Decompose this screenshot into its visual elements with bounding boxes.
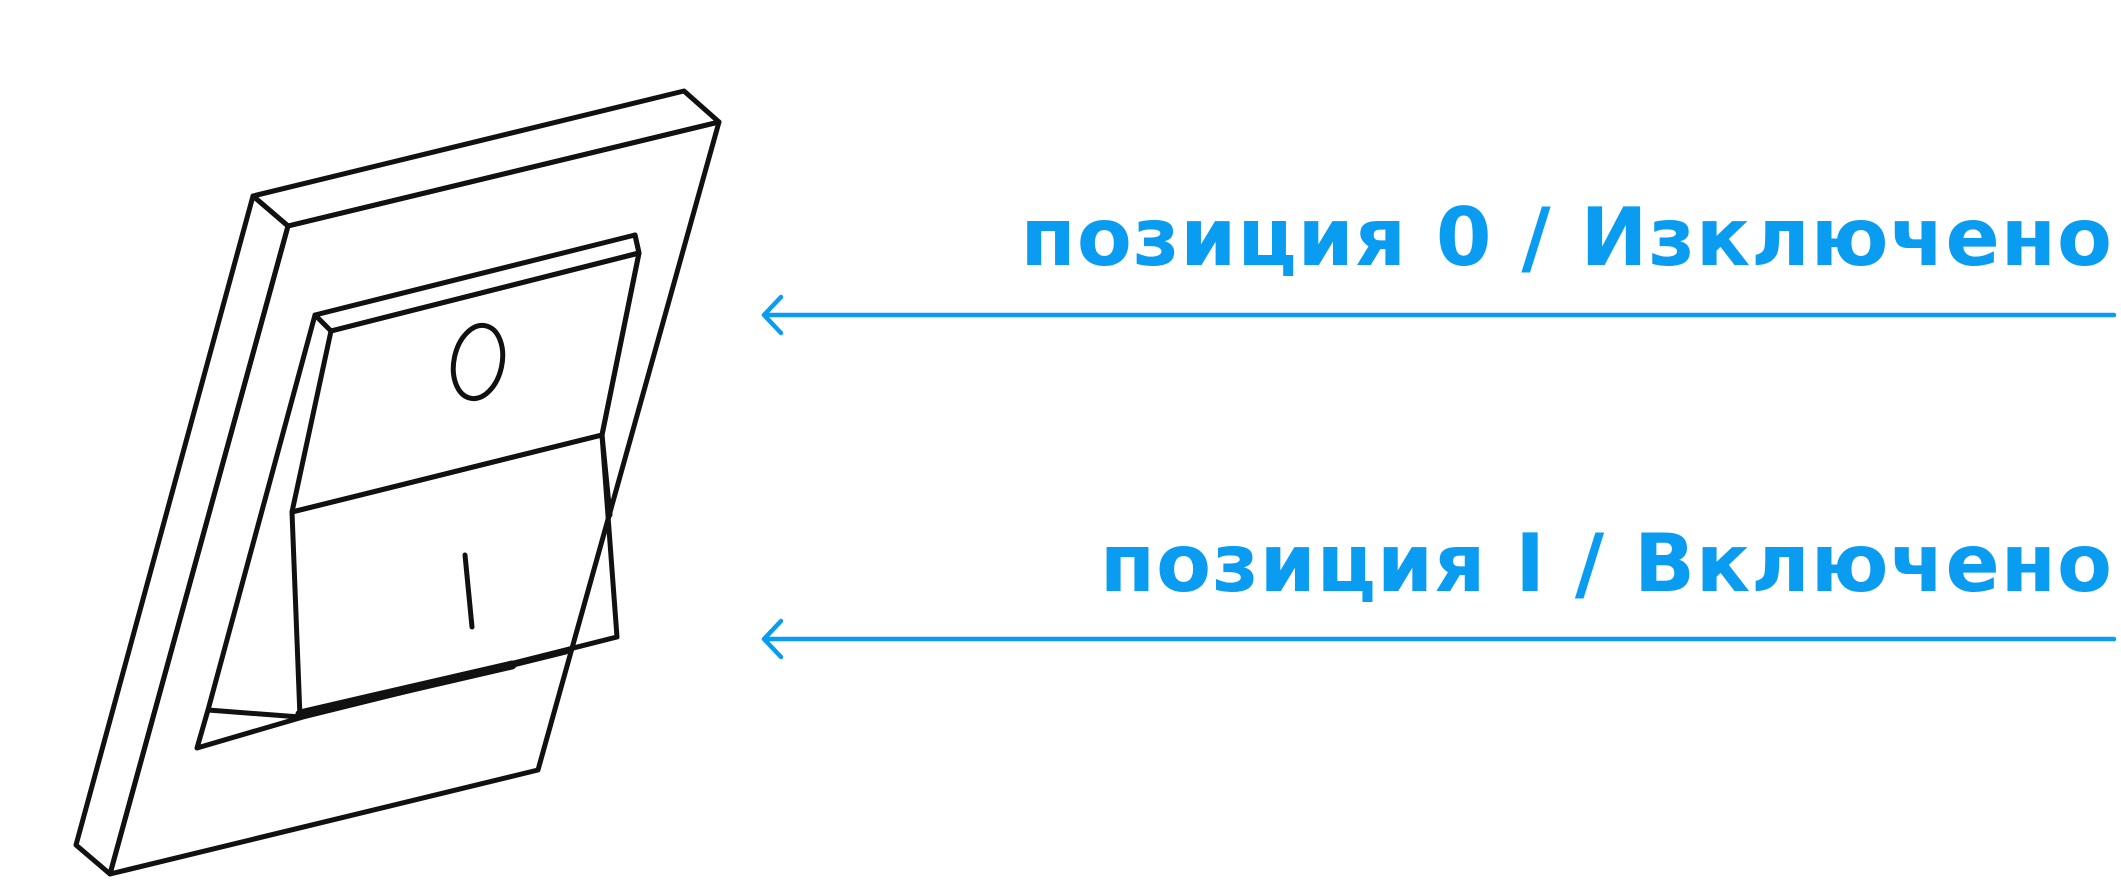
symbol-o-mark [450,322,506,402]
rocker-lower-face [289,432,620,720]
rocker-upper-face [289,250,642,515]
rocker-left-back-edge [205,312,318,720]
rocker-shadow-line [295,660,517,719]
arrow-left-icon [761,294,2117,336]
arrow-left-icon [761,618,2117,660]
symbol-i-mark [462,552,475,630]
frame-top-bevel [250,88,722,229]
frame-left-bevel [73,193,291,877]
rocker-top-edge [312,232,642,334]
position-off-label: позиция 0 / Изключено [1020,191,2113,284]
position-on-label: позиция I / Включено [1099,517,2113,610]
